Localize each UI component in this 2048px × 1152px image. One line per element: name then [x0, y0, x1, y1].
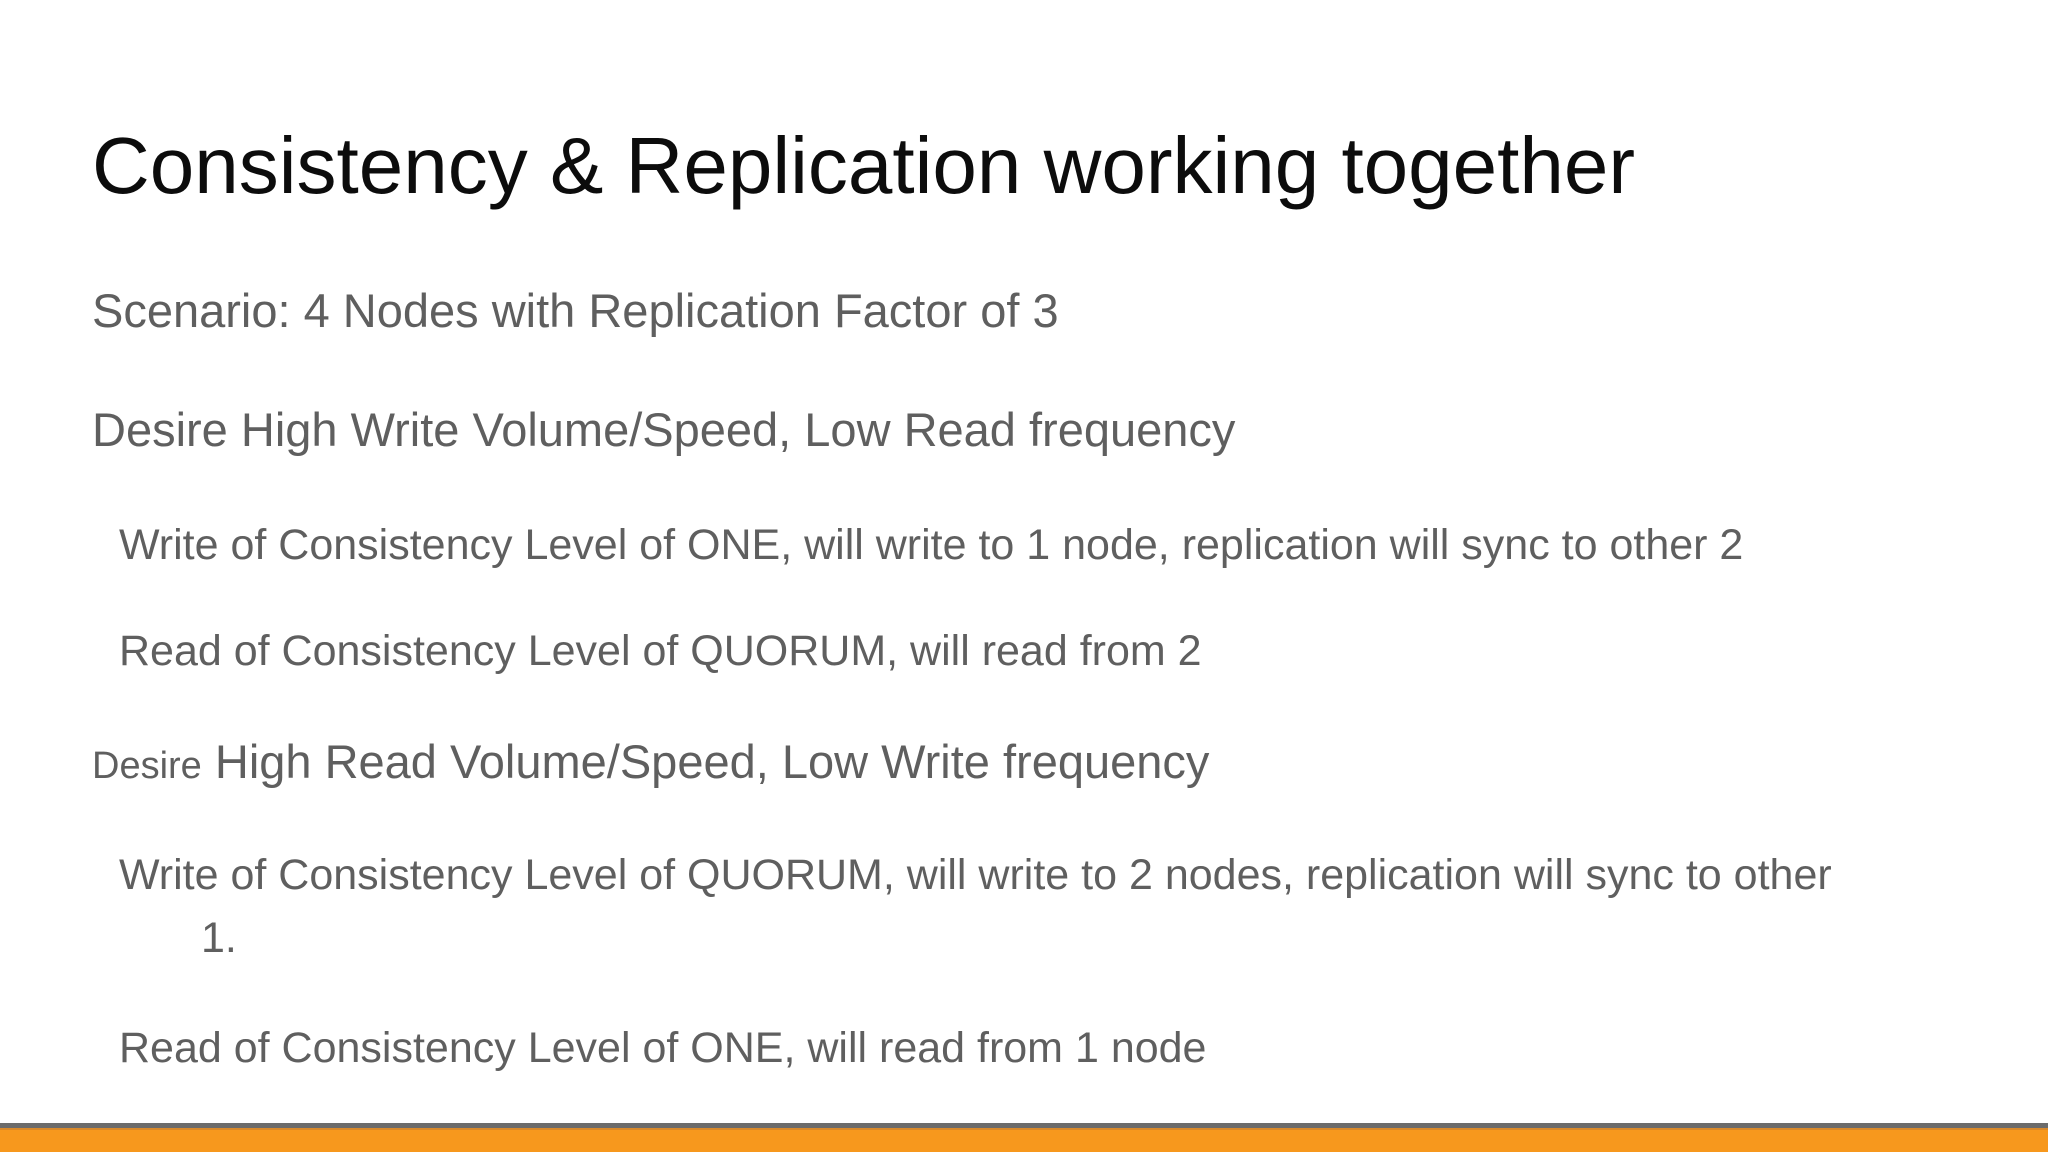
slide-title: Consistency & Replication working togeth… [92, 121, 1636, 210]
paragraph-desire-high-read-prefix: Desire [92, 745, 202, 787]
paragraph-desire-high-read: Desire High Read Volume/Speed, Low Write… [92, 734, 1209, 790]
paragraph-desire-high-read-rest: High Read Volume/Speed, Low Write freque… [201, 735, 1210, 788]
paragraph-read-consistency-quorum: Read of Consistency Level of QUORUM, wil… [119, 627, 1202, 675]
paragraph-write-consistency-quorum: Write of Consistency Level of QUORUM, wi… [119, 851, 1832, 899]
paragraph-write-consistency-one: Write of Consistency Level of ONE, will … [119, 521, 1744, 569]
paragraph-desire-high-write: Desire High Write Volume/Speed, Low Read… [92, 403, 1236, 456]
paragraph-read-consistency-one: Read of Consistency Level of ONE, will r… [119, 1024, 1207, 1072]
paragraph-write-consistency-quorum-continuation: 1. [201, 914, 237, 962]
footer-accent-bar [0, 1128, 2048, 1152]
footer-divider-line [0, 1123, 2048, 1128]
paragraph-scenario: Scenario: 4 Nodes with Replication Facto… [92, 284, 1059, 337]
